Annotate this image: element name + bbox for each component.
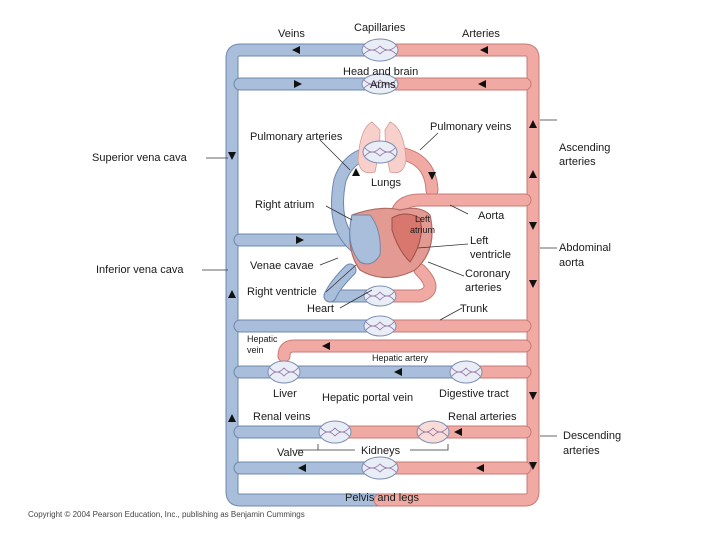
arrow-left-portal: [394, 368, 402, 376]
label-hepatic-portal-vein: Hepatic portal vein: [322, 392, 413, 404]
capillary-bed-kidney-left: [318, 420, 352, 444]
arrow-up-renal-vein: [228, 414, 236, 422]
capillary-bed-kidney-right: [416, 420, 450, 444]
arrow-down-descending: [529, 392, 537, 400]
label-renal-arteries: Renal arteries: [448, 411, 517, 423]
arrow-left-veins: [292, 46, 300, 54]
label-capillaries: Capillaries: [354, 22, 406, 34]
capillary-bed-head: [361, 38, 399, 62]
label-descending-arteries: Descending: [563, 430, 621, 442]
label-renal-veins: Renal veins: [253, 411, 311, 423]
capillary-bed-coronary: [363, 285, 397, 307]
copyright-notice: Copyright © 2004 Pearson Education, Inc.…: [28, 510, 305, 519]
label-lungs: Lungs: [371, 177, 401, 189]
arrow-left-pelvis-art: [476, 464, 484, 472]
capillary-bed-trunk: [363, 315, 397, 337]
label-right-ventricle: Right ventricle: [247, 286, 317, 298]
label-coronary-arteries: Coronary: [465, 268, 511, 280]
label-hepatic-vein: Hepatic: [247, 334, 278, 344]
arrow-right-arms-vein: [294, 80, 302, 88]
arrow-down-abdominal-2: [529, 280, 537, 288]
label-arms: Arms: [370, 79, 396, 91]
label-inferior-vena-cava: Inferior vena cava: [96, 264, 184, 276]
capillary-bed-arms: [361, 73, 399, 95]
arrow-left-arteries: [480, 46, 488, 54]
label-liver: Liver: [273, 388, 297, 400]
label-hepatic-artery: Hepatic artery: [372, 353, 429, 363]
arrow-left-pelvis-vein: [298, 464, 306, 472]
arrow-left-hepatic-artery: [322, 342, 330, 350]
arrow-down-descending-2: [529, 462, 537, 470]
capillary-bed-lungs: [362, 140, 398, 164]
label-superior-vena-cava: Superior vena cava: [92, 152, 188, 164]
label-hepatic-vein-2: vein: [247, 345, 264, 355]
capillary-bed-pelvis: [361, 456, 399, 480]
capillary-bed-digestive: [449, 360, 483, 384]
label-left-ventricle: Left: [470, 235, 488, 247]
arrow-up-ivc: [228, 290, 236, 298]
label-left-ventricle-2: ventricle: [470, 249, 511, 261]
label-pulmonary-arteries: Pulmonary arteries: [250, 131, 343, 143]
label-ascending-arteries-2: arteries: [559, 156, 596, 168]
label-kidneys: Kidneys: [361, 445, 401, 457]
label-left-atrium: Left: [415, 214, 431, 224]
flow-arrows: [228, 46, 537, 472]
label-left-atrium-2: atrium: [410, 225, 435, 235]
label-descending-arteries-2: arteries: [563, 445, 600, 457]
label-abdominal-aorta: Abdominal: [559, 242, 611, 254]
arrow-right-pulm-art: [352, 168, 360, 176]
label-coronary-arteries-2: arteries: [465, 282, 502, 294]
label-heart: Heart: [307, 303, 334, 315]
arrow-down-abdominal: [529, 222, 537, 230]
labels: Veins Capillaries Arteries Head and brai…: [92, 22, 621, 504]
arrow-up-ascending-2: [529, 170, 537, 178]
arrow-down-svc: [228, 152, 236, 160]
arterial-vessels: [277, 43, 540, 507]
label-veins: Veins: [278, 28, 305, 40]
label-trunk: Trunk: [460, 303, 488, 315]
label-abdominal-aorta-2: aorta: [559, 257, 585, 269]
label-valve: Valve: [277, 447, 304, 459]
label-ascending-arteries: Ascending: [559, 142, 610, 154]
label-venae-cavae: Venae cavae: [250, 260, 314, 272]
label-arteries: Arteries: [462, 28, 500, 40]
arrow-left-renal-art: [454, 428, 462, 436]
heart: [349, 207, 433, 279]
leader-lines: [202, 119, 557, 451]
label-pelvis-and-legs: Pelvis and legs: [345, 492, 419, 504]
capillary-beds: [267, 38, 483, 480]
capillary-bed-liver: [267, 360, 301, 384]
arrow-left-arms-art: [478, 80, 486, 88]
label-right-atrium: Right atrium: [255, 199, 314, 211]
label-pulmonary-veins: Pulmonary veins: [430, 121, 512, 133]
label-digestive-tract: Digestive tract: [439, 388, 509, 400]
label-head-and-brain: Head and brain: [343, 66, 418, 78]
arrow-down-pulm-vein: [428, 172, 436, 180]
arrow-right-venae: [296, 236, 304, 244]
arrow-up-ascending: [529, 120, 537, 128]
label-aorta: Aorta: [478, 210, 505, 222]
